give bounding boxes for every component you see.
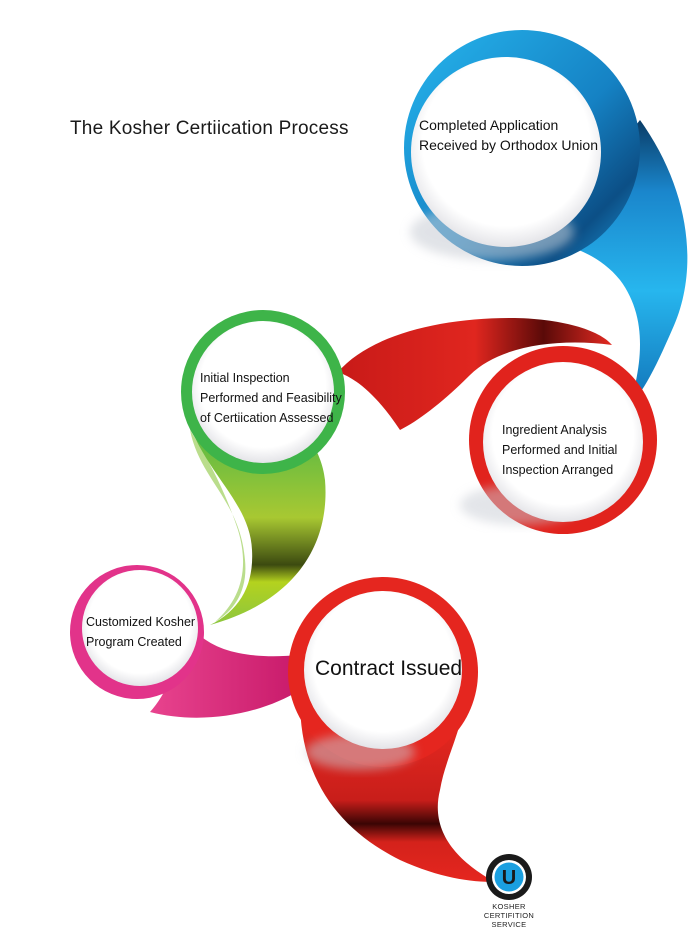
step-1-tail bbox=[545, 120, 688, 405]
step-1-shape bbox=[404, 30, 688, 405]
step-4-label: Customized Kosher Program Created bbox=[86, 615, 196, 649]
step-2-label: Initial Inspection Performed and Feasibi… bbox=[200, 371, 342, 425]
step-5-hole bbox=[304, 591, 462, 749]
ou-logo: U bbox=[486, 854, 532, 900]
ou-logo-caption: KOSHER CERTIFITION SERVICE bbox=[483, 902, 535, 929]
step-5-label: Contract Issued bbox=[315, 657, 463, 680]
step-3-hole bbox=[483, 362, 643, 522]
step-3-label: Ingredient Analysis Performed and Initia… bbox=[502, 423, 618, 477]
step-1-label: Completed Application Received by Orthod… bbox=[419, 117, 598, 153]
step-3-tail bbox=[338, 318, 612, 430]
step-2-shape bbox=[181, 310, 345, 625]
step-2-hole bbox=[192, 321, 334, 463]
step-4-hole bbox=[82, 570, 198, 686]
page-title: The Kosher Certiication Process bbox=[70, 118, 349, 139]
ou-logo-letter: U bbox=[502, 867, 516, 889]
step-3-shape bbox=[338, 318, 657, 534]
step-4-shape bbox=[70, 565, 300, 718]
step-1-hole bbox=[411, 57, 601, 247]
step-5-shape bbox=[288, 577, 495, 882]
